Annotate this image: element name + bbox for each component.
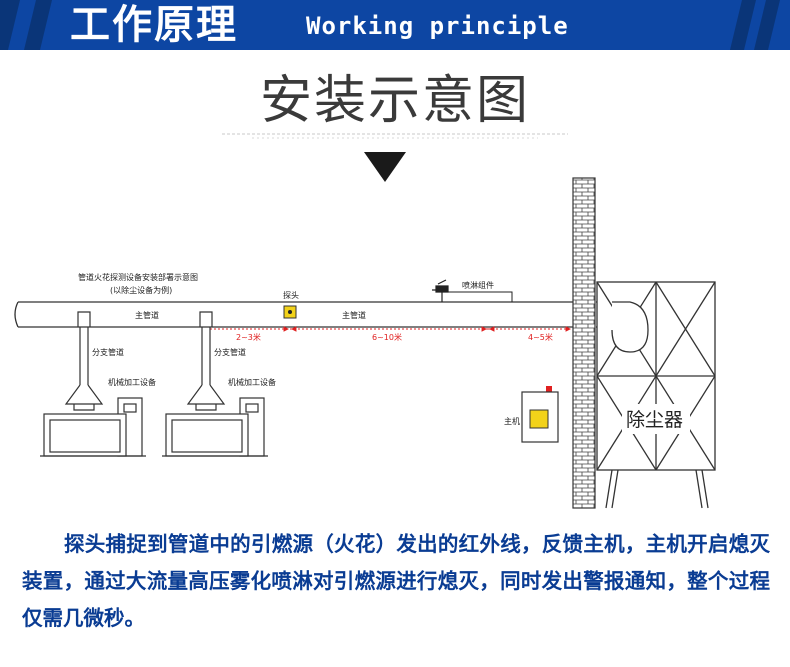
machine-label-left: 机械加工设备 (108, 377, 156, 387)
banner-title-en: Working principle (306, 12, 569, 40)
title-underline-decoration (222, 133, 568, 139)
brick-wall (572, 177, 596, 509)
dimension-label-2: 6~10米 (372, 332, 402, 342)
machine-label-right: 机械加工设备 (228, 377, 276, 387)
main-pipe-label-right: 主管道 (342, 310, 366, 320)
host-controller-icon (521, 386, 559, 443)
branch-pipe-label-right: 分支管道 (214, 347, 246, 357)
diagram-caption-line1: 管道火花探测设备安装部署示意图 (78, 272, 198, 282)
host-label: 主机 (504, 416, 520, 426)
dimension-lines (210, 326, 572, 332)
installation-diagram: 管道火花探测设备安装部署示意图 (以除尘设备为例) 主管道 主管道 探头 喷淋组… (14, 177, 716, 509)
main-pipe (14, 301, 628, 328)
dimension-label-3: 4~5米 (528, 332, 553, 342)
collector-label: 除尘器 (626, 409, 683, 431)
description-text: 探头捕捉到管道中的引燃源（火花）发出的红外线，反馈主机，主机开启熄灭装置，通过大… (22, 532, 770, 630)
machine-left-icon (40, 397, 146, 457)
banner-title-cn: 工作原理 (70, 2, 238, 48)
header-banner (0, 0, 790, 50)
probe-icon (283, 305, 297, 319)
spray-nozzle-icon (432, 279, 513, 302)
down-arrow-icon (364, 152, 406, 182)
machine-right-icon (162, 397, 268, 457)
branch-pipe-left (64, 311, 104, 411)
probe-label: 探头 (283, 290, 299, 300)
diagram-title: 安装示意图 (259, 71, 530, 131)
spray-label: 喷淋组件 (462, 280, 494, 290)
main-pipe-label-left: 主管道 (135, 310, 159, 320)
dust-collector-icon (596, 281, 716, 509)
dimension-label-1: 2~3米 (236, 332, 261, 342)
collector-label-bg (622, 404, 690, 434)
diagram-caption-line2: (以除尘设备为例) (110, 285, 172, 295)
branch-pipe-right (186, 311, 226, 411)
branch-pipe-label-left: 分支管道 (92, 347, 124, 357)
